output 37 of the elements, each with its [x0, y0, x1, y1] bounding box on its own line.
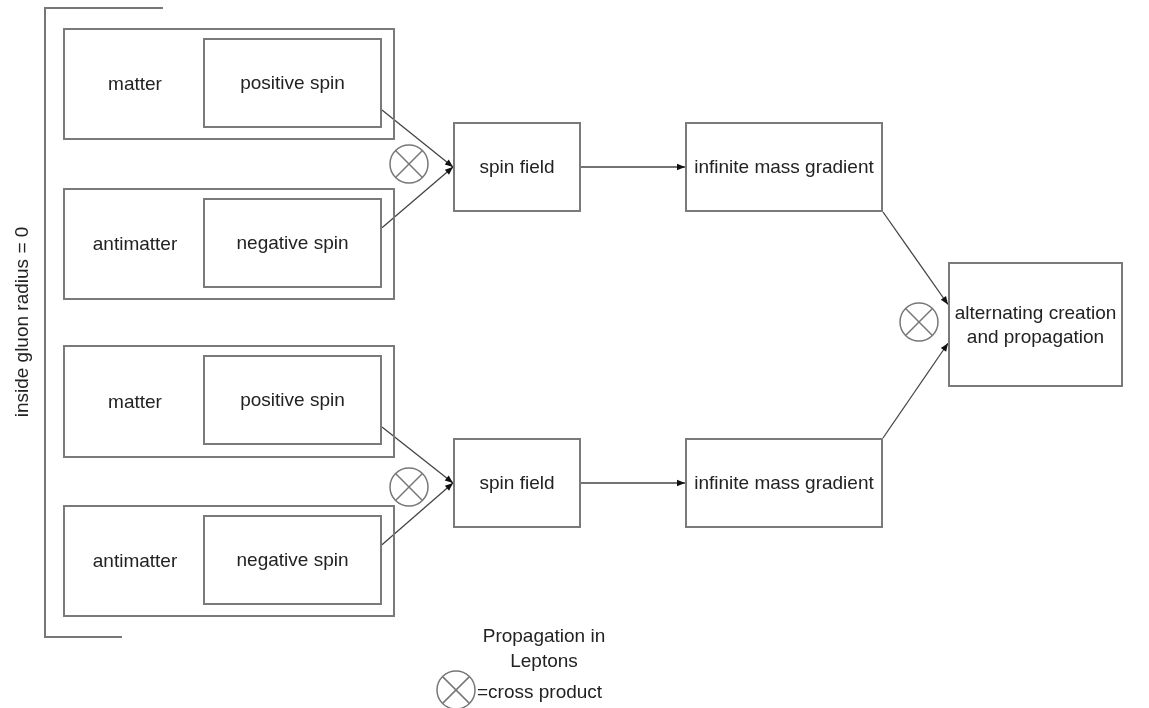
arrow [882, 211, 949, 306]
legend-label: =cross product [477, 681, 603, 703]
process-box [203, 355, 382, 445]
arrow [381, 166, 454, 229]
arrow [580, 163, 686, 171]
bracket-label: inside gluon radius = 0 [11, 226, 33, 418]
process-box [453, 438, 581, 528]
group-box [63, 345, 395, 458]
node-label: positive spin [240, 71, 345, 95]
node-label: antimatter [91, 232, 179, 257]
process-box [685, 122, 883, 212]
arrow [381, 482, 454, 546]
node-label: alternating creation and propagation [953, 300, 1118, 349]
node-label: spin field [479, 471, 555, 495]
group-box [63, 188, 395, 300]
group-box [63, 28, 395, 140]
node-label: spin field [479, 155, 555, 179]
node-label: matter [107, 72, 163, 97]
arrow [381, 426, 454, 484]
node-label: negative spin [236, 231, 349, 255]
process-box [203, 515, 382, 605]
process-box [453, 122, 581, 212]
process-box [685, 438, 883, 528]
arrow [882, 342, 949, 439]
caption: Propagation in Leptons [481, 624, 607, 673]
arrow [580, 479, 686, 487]
process-box [948, 262, 1123, 387]
group-box [63, 505, 395, 617]
node-label: matter [107, 389, 163, 414]
node-label: infinite mass gradient [694, 471, 874, 495]
process-box [203, 198, 382, 288]
arrow [381, 109, 454, 168]
node-label: antimatter [91, 549, 179, 574]
node-label: infinite mass gradient [694, 155, 874, 179]
node-label: negative spin [236, 548, 349, 572]
node-label: positive spin [240, 388, 345, 412]
process-box [203, 38, 382, 128]
